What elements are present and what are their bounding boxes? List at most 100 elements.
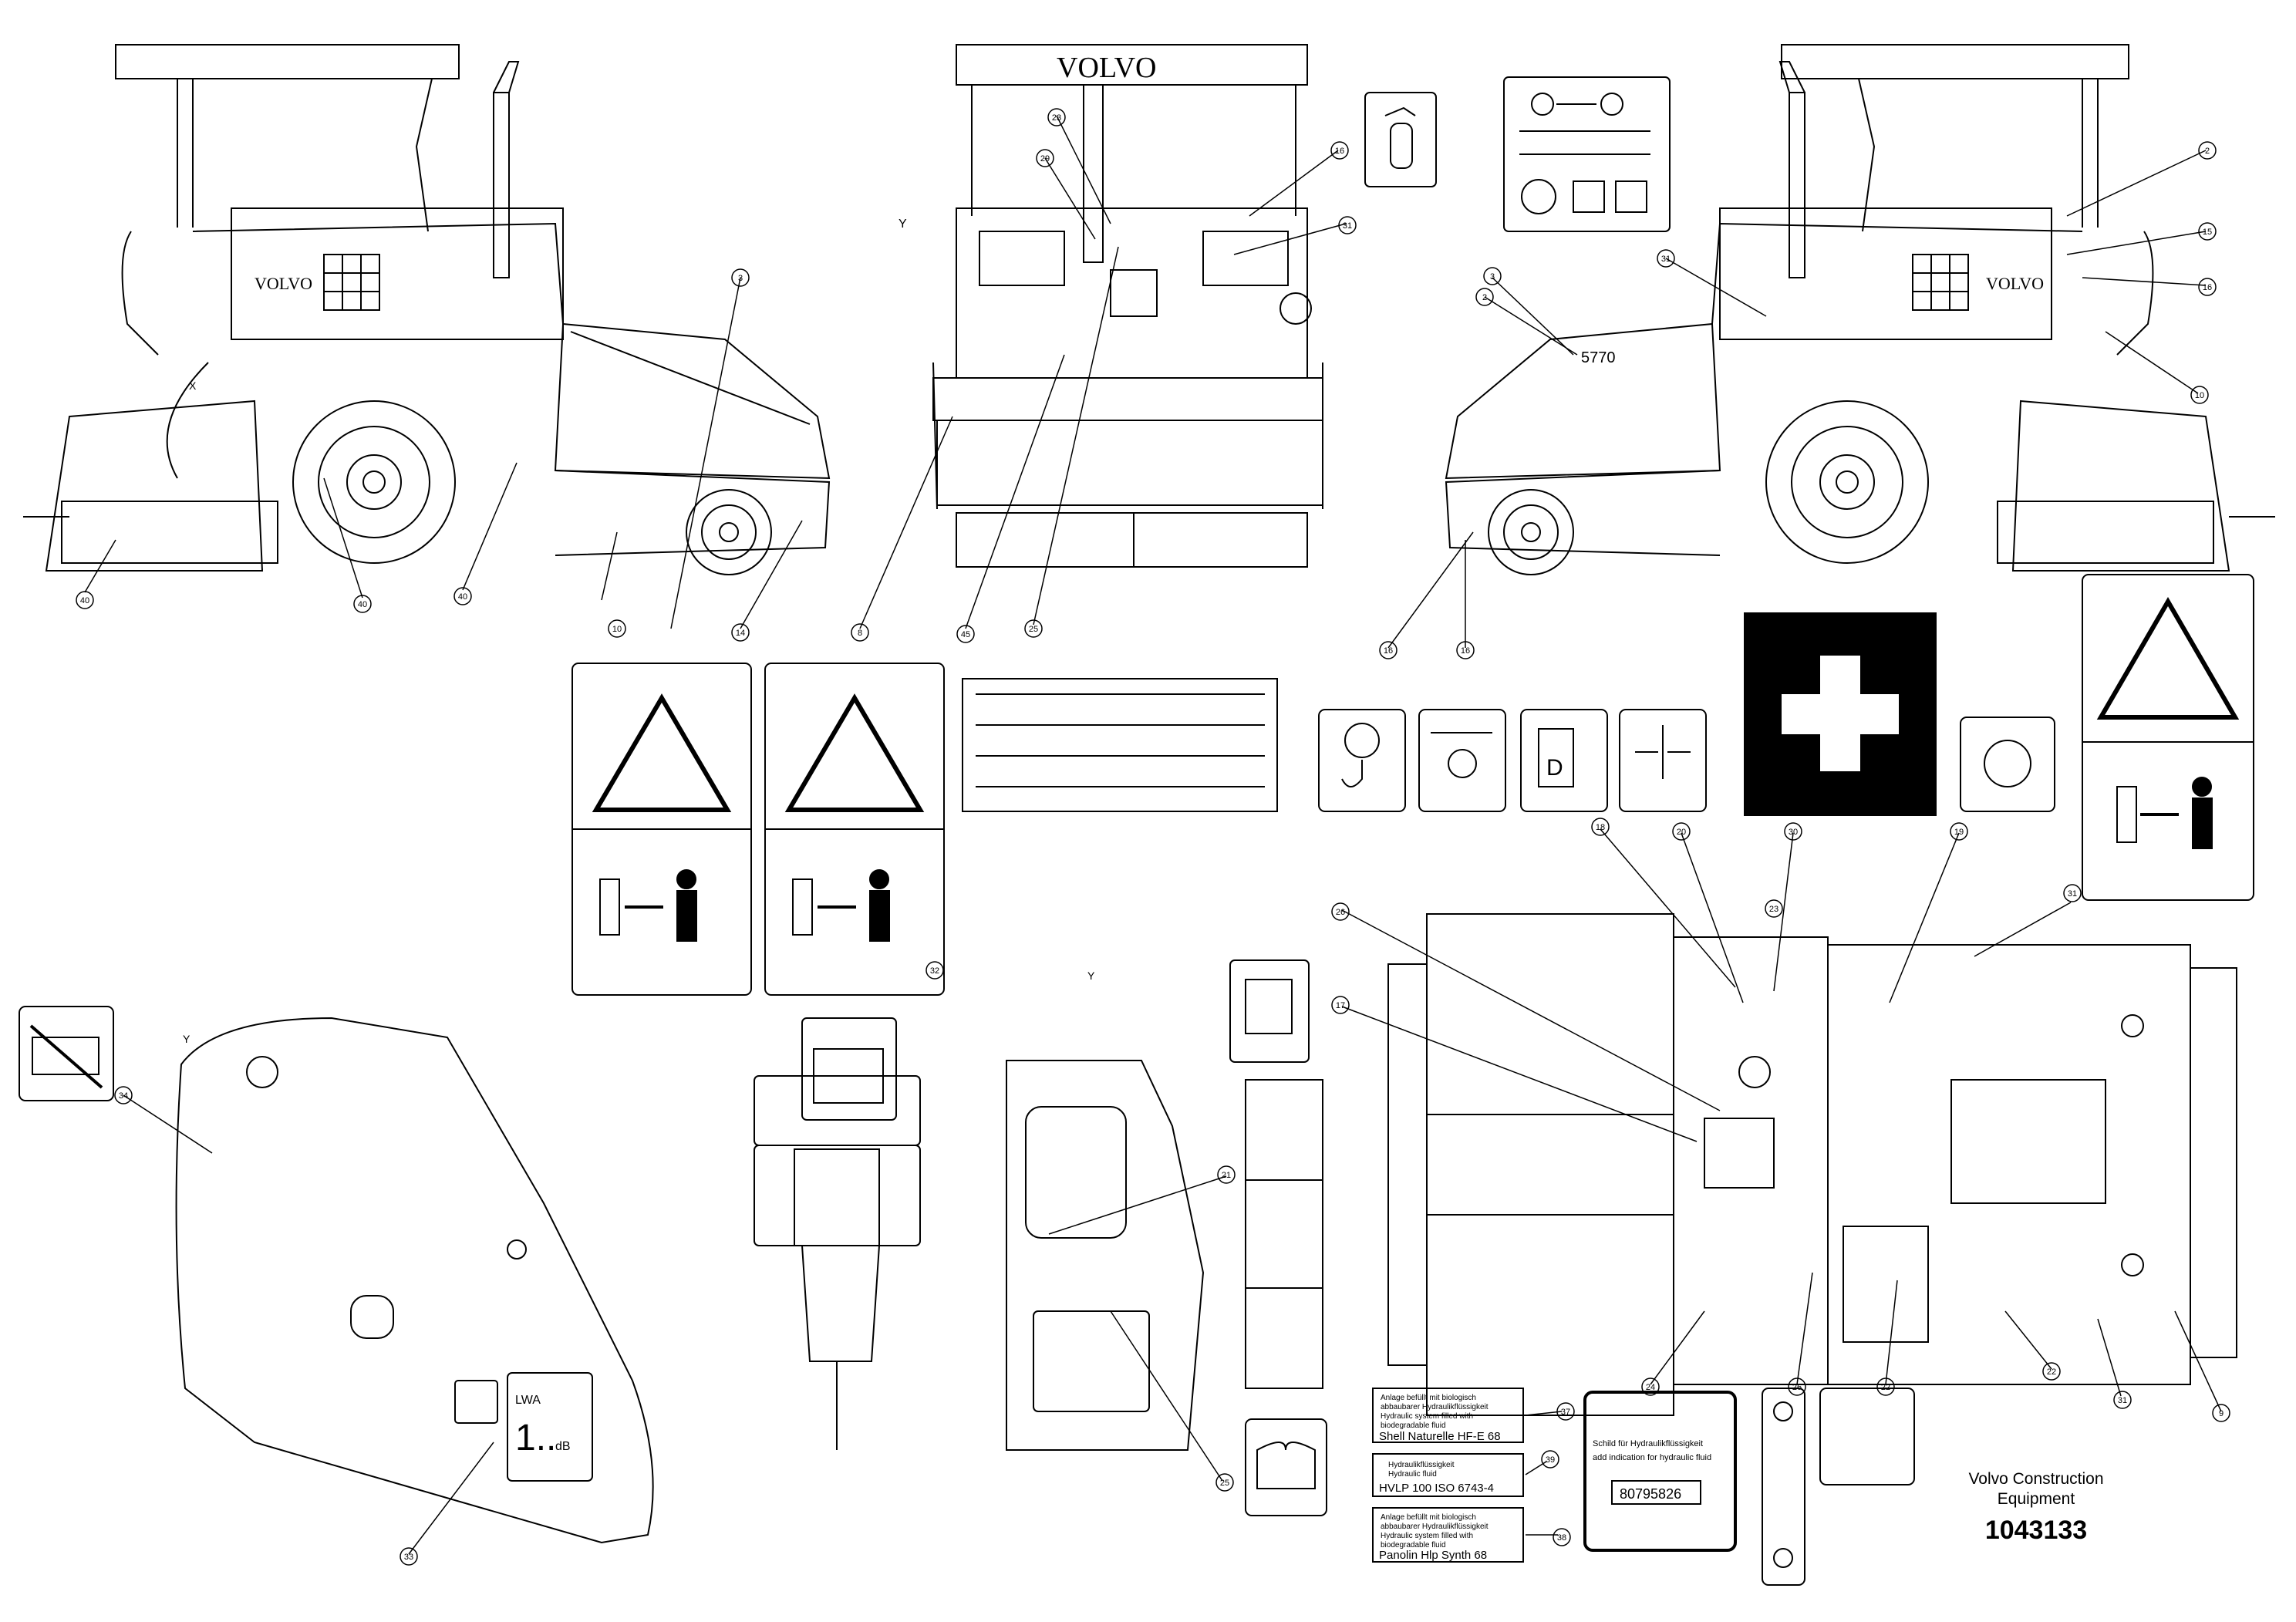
- svg-text:3: 3: [1490, 272, 1495, 282]
- svg-text:37: 37: [1561, 1408, 1570, 1417]
- callout: 2: [2198, 141, 2217, 160]
- svg-text:16: 16: [1461, 646, 1470, 656]
- svg-text:18: 18: [1596, 823, 1605, 832]
- callout: 32: [925, 961, 944, 980]
- svg-text:38: 38: [1557, 1533, 1566, 1543]
- callout: 23: [1047, 108, 1066, 126]
- callout: 3: [1483, 267, 1502, 285]
- document-number: 1043133: [1984, 1516, 2088, 1545]
- callout: 17: [1331, 996, 1350, 1014]
- svg-text:22: 22: [1881, 1383, 1890, 1392]
- callout: 38: [1553, 1528, 1571, 1546]
- callout: 3: [731, 268, 750, 287]
- callout: 23: [1765, 899, 1783, 918]
- callout: 24: [1641, 1378, 1660, 1396]
- battery-disconnect-decal: [19, 1006, 114, 1101]
- lock-instruction-decal: [1819, 1388, 1915, 1485]
- coolant-decal: [1960, 717, 2055, 812]
- oil2-product: HVLP 100 ISO 6743-4: [1379, 1482, 1494, 1495]
- callout: 22: [1876, 1378, 1895, 1396]
- svg-text:9: 9: [2219, 1409, 2224, 1418]
- hydraulic-fluid-sign: Schild für Hydraulikflüssigkeit add indi…: [1583, 1391, 1737, 1552]
- svg-text:25: 25: [1029, 625, 1038, 634]
- title-block: Volvo Construction Equipment 1043133: [1882, 1469, 2190, 1546]
- diesel-fuel-decal: D: [1520, 709, 1608, 812]
- callout: 8: [851, 623, 869, 642]
- oil1-h3: Hydraulic system filled with: [1381, 1412, 1473, 1421]
- callout: 45: [956, 625, 975, 643]
- svg-text:16: 16: [1335, 147, 1344, 156]
- oil-label-panolin: Anlage befüllt mit biologisch abbaubarer…: [1372, 1507, 1524, 1563]
- svg-text:26: 26: [1792, 1383, 1802, 1392]
- tie-down-decal: [1418, 709, 1506, 812]
- svg-text:17: 17: [1336, 1001, 1345, 1010]
- svg-text:31: 31: [1661, 255, 1671, 264]
- callout: 31: [1657, 249, 1675, 268]
- svg-text:25: 25: [1220, 1479, 1229, 1488]
- oil-label-hvlp: Hydraulikflüssigkeit Hydraulic fluid HVL…: [1372, 1453, 1524, 1497]
- svg-text:40: 40: [458, 592, 467, 602]
- hyd-sign-partno: 80795826: [1620, 1486, 1681, 1502]
- callout: 21: [1217, 1165, 1236, 1184]
- callout: 39: [1541, 1450, 1559, 1469]
- company-name-line2: Equipment: [1997, 1490, 2075, 1508]
- oil3-h4: biodegradable fluid: [1381, 1541, 1446, 1549]
- detail-label-y: Y: [1087, 969, 1095, 982]
- callout: 33: [400, 1547, 418, 1566]
- fire-extinguisher-decal: [1364, 92, 1437, 187]
- svg-text:26: 26: [1336, 908, 1345, 917]
- svg-text:32: 32: [930, 966, 939, 976]
- engine-cover-detail: LWA 1.. dB: [175, 1017, 654, 1544]
- callout: 20: [1672, 822, 1691, 841]
- callout: 30: [1784, 822, 1802, 841]
- svg-text:31: 31: [2118, 1396, 2127, 1405]
- svg-text:10: 10: [612, 625, 622, 634]
- svg-text:40: 40: [80, 596, 89, 605]
- crush-hazard-decal: [571, 663, 752, 996]
- callout: 26: [1788, 1378, 1806, 1396]
- lifting-point-decal: [1318, 709, 1406, 812]
- oil3-product: Panolin Hlp Synth 68: [1379, 1549, 1487, 1562]
- callout: 18: [1591, 818, 1610, 836]
- svg-text:45: 45: [961, 630, 970, 639]
- hyd-sign-line2: add indication for hydraulic fluid: [1593, 1453, 1711, 1462]
- oil1-h2: abbaubarer Hydraulikflüssigkeit: [1381, 1403, 1489, 1411]
- oil-level-gauge-decal: [1762, 1388, 1805, 1586]
- callout: 22: [2042, 1362, 2061, 1381]
- callout: 15: [2198, 222, 2217, 241]
- svg-text:22: 22: [2047, 1367, 2056, 1377]
- oil3-h2: abbaubarer Hydraulikflüssigkeit: [1381, 1523, 1489, 1531]
- noise-unit: dB: [555, 1440, 571, 1453]
- svg-text:31: 31: [1343, 221, 1352, 231]
- engine-badge: 5770: [1581, 349, 1616, 366]
- svg-text:16: 16: [1384, 646, 1393, 656]
- callout: 26: [1331, 902, 1350, 921]
- hot-surface-decal: [764, 663, 945, 996]
- svg-text:19: 19: [1954, 828, 1964, 837]
- callout: 25: [1024, 619, 1043, 638]
- paver-front-view: VOLVO: [932, 44, 1323, 568]
- callout: 10: [2190, 386, 2209, 404]
- oil1-h1: Anlage befüllt mit biologisch: [1381, 1394, 1476, 1402]
- callout: 19: [1950, 822, 1968, 841]
- callout: 34: [114, 1086, 133, 1104]
- brand-label-left: VOLVO: [255, 274, 312, 293]
- callout: 10: [608, 619, 626, 638]
- oil1-product: Shell Naturelle HF-E 68: [1379, 1430, 1501, 1443]
- callout: 40: [453, 587, 472, 605]
- callouts: 40 40 40 3 10 14 23 29 16 31 8 45 25 2 3…: [76, 108, 2230, 1566]
- callout: 31: [2063, 884, 2082, 902]
- oil3-h1: Anlage befüllt mit biologisch: [1381, 1513, 1476, 1522]
- fuse-box-detail: [754, 1075, 921, 1450]
- callout: 14: [731, 623, 750, 642]
- paver-left-side-view: VOLVO: [23, 44, 831, 575]
- noise-value: 1..: [515, 1418, 556, 1458]
- view-label-x: X: [189, 379, 197, 392]
- paver-right-side-view: VOLVO 5770: [1445, 44, 2275, 575]
- svg-text:20: 20: [1677, 828, 1686, 837]
- first-aid-decal: [1744, 612, 1937, 816]
- callout: 29: [1036, 149, 1054, 167]
- svg-text:29: 29: [1040, 154, 1050, 164]
- svg-text:2: 2: [1482, 293, 1487, 302]
- callout: 37: [1556, 1402, 1575, 1421]
